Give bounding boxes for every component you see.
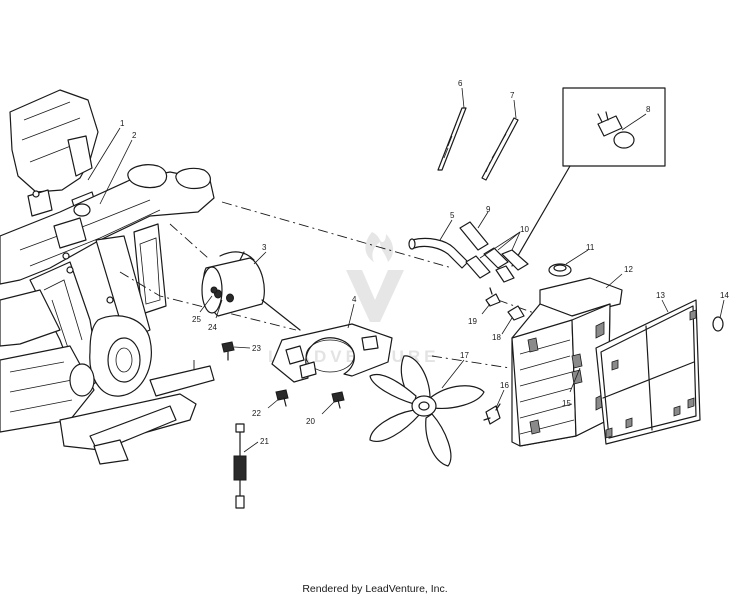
part-bolt-20 bbox=[331, 391, 345, 409]
svg-text:22: 22 bbox=[252, 409, 261, 418]
callout-7: 7 bbox=[510, 91, 517, 119]
part-o-ring bbox=[712, 316, 724, 332]
callout-5: 5 bbox=[439, 211, 455, 241]
callout-4: 4 bbox=[347, 295, 357, 329]
callout-19: 19 bbox=[468, 303, 491, 326]
callout-8: 8 bbox=[621, 105, 651, 131]
leadventure-watermark: LEADVENTURE bbox=[268, 232, 440, 366]
part-hose-5 bbox=[408, 237, 469, 269]
svg-text:14: 14 bbox=[720, 291, 729, 300]
callout-9: 9 bbox=[477, 205, 491, 229]
callout-22: 22 bbox=[252, 397, 281, 418]
svg-text:11: 11 bbox=[586, 243, 595, 252]
svg-text:12: 12 bbox=[624, 265, 633, 274]
svg-text:13: 13 bbox=[656, 291, 665, 300]
svg-text:5: 5 bbox=[450, 211, 455, 220]
svg-text:4: 4 bbox=[352, 295, 357, 304]
callout-25: 25 bbox=[192, 295, 213, 324]
part-temp-switch bbox=[597, 111, 635, 149]
part-hose-6 bbox=[437, 107, 467, 171]
callout-18: 18 bbox=[492, 317, 513, 342]
callout-2: 2 bbox=[99, 131, 137, 205]
callout-1: 1 bbox=[87, 119, 125, 181]
part-mounting-post bbox=[233, 423, 247, 509]
svg-text:6: 6 bbox=[458, 79, 463, 88]
callout-11: 11 bbox=[565, 243, 595, 265]
callout-17: 17 bbox=[441, 351, 469, 389]
svg-text:9: 9 bbox=[486, 205, 491, 214]
callout-6: 6 bbox=[458, 79, 465, 109]
svg-text:24: 24 bbox=[208, 323, 217, 332]
footer-credit: Rendered by LeadVenture, Inc. bbox=[302, 583, 448, 595]
svg-text:7: 7 bbox=[510, 91, 515, 100]
svg-text:23: 23 bbox=[252, 344, 261, 353]
callout-13: 13 bbox=[656, 291, 669, 313]
part-hose-7 bbox=[481, 117, 519, 181]
callout-16: 16 bbox=[495, 381, 509, 409]
part-bolt-22 bbox=[275, 389, 289, 407]
part-hose-9 bbox=[459, 221, 489, 251]
inset-box bbox=[511, 87, 666, 267]
svg-text:2: 2 bbox=[132, 131, 137, 140]
svg-text:16: 16 bbox=[500, 381, 509, 390]
svg-text:15: 15 bbox=[562, 399, 571, 408]
svg-text:10: 10 bbox=[520, 225, 529, 234]
part-fittings-10 bbox=[465, 247, 529, 283]
svg-text:3: 3 bbox=[262, 243, 267, 252]
svg-text:20: 20 bbox=[306, 417, 315, 426]
part-fitting-19 bbox=[485, 287, 501, 307]
callout-21: 21 bbox=[243, 437, 269, 453]
svg-text:1: 1 bbox=[120, 119, 125, 128]
svg-text:25: 25 bbox=[192, 315, 201, 324]
callout-20: 20 bbox=[306, 401, 335, 426]
part-radiator bbox=[511, 277, 623, 447]
callout-24: 24 bbox=[208, 299, 223, 332]
part-fitting-18 bbox=[507, 305, 525, 321]
part-bolt-23 bbox=[221, 341, 235, 361]
callout-3: 3 bbox=[253, 243, 267, 265]
callout-14: 14 bbox=[719, 291, 729, 319]
svg-text:18: 18 bbox=[492, 333, 501, 342]
part-drain-plug bbox=[483, 403, 501, 425]
svg-text:19: 19 bbox=[468, 317, 477, 326]
callout-10: 10 bbox=[479, 225, 529, 259]
svg-text:8: 8 bbox=[646, 105, 651, 114]
watermark-text: LEADVENTURE bbox=[268, 347, 440, 366]
frame-assembly bbox=[0, 89, 215, 465]
svg-text:21: 21 bbox=[260, 437, 269, 446]
callout-23: 23 bbox=[233, 344, 261, 353]
svg-text:17: 17 bbox=[460, 351, 469, 360]
callout-15: 15 bbox=[562, 367, 581, 408]
callout-12: 12 bbox=[605, 265, 633, 289]
part-fan-bracket bbox=[271, 323, 393, 383]
part-radiator-screen bbox=[595, 299, 701, 445]
part-starter-motor bbox=[201, 251, 301, 331]
part-cooling-fan bbox=[369, 355, 485, 467]
